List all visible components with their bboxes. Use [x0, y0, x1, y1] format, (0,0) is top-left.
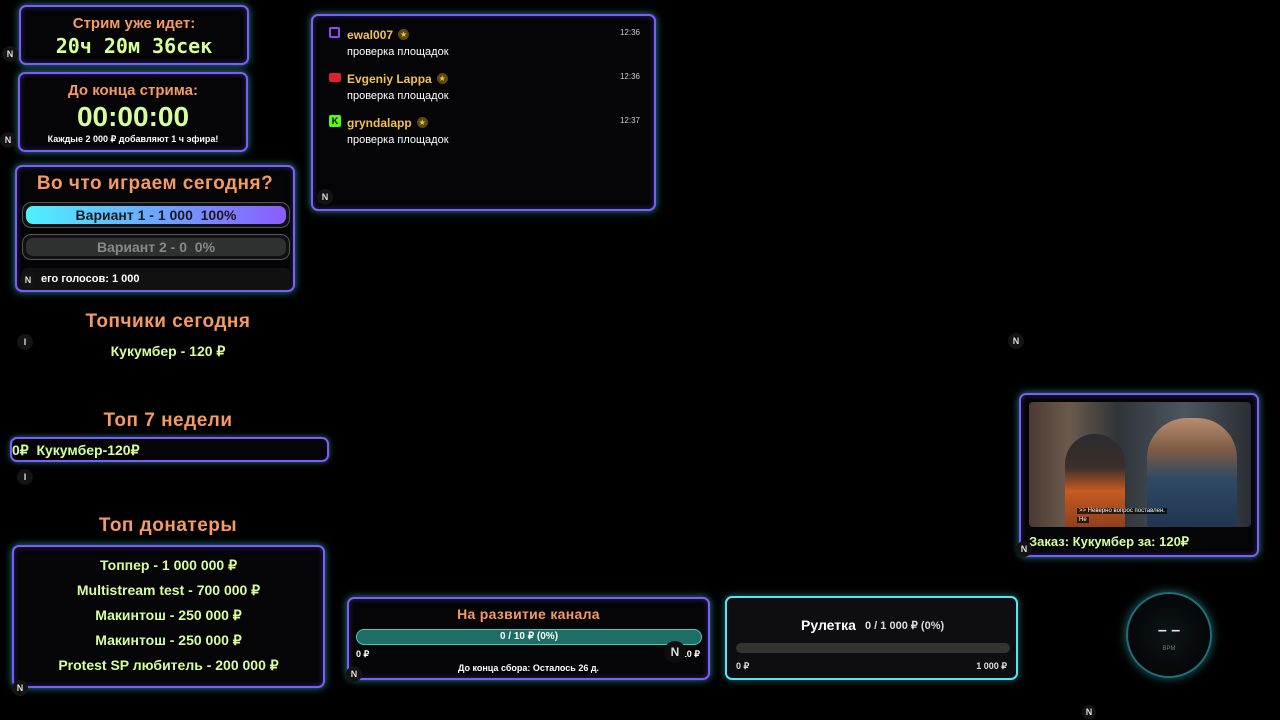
chat-username: ewal007 — [347, 28, 394, 42]
chat-timestamp: 12:37 — [619, 116, 640, 125]
chat-message: ewal007 ★ проверка площадок 12:36 — [329, 26, 640, 58]
chat-widget: ewal007 ★ проверка площадок 12:36 Evgeniy… — [311, 14, 656, 211]
chat-message: Evgeniy Lappa ★ проверка площадок 12:36 — [329, 70, 640, 102]
video-order-widget: >> Неверно вопрос поставлен. Не Заказ: К… — [1019, 393, 1259, 557]
chat-timestamp: 12:36 — [619, 72, 640, 81]
goal-min: 0 ₽ — [356, 649, 370, 659]
top-week-ticker-text: 0₽ Кукумбер-120₽ — [12, 442, 140, 458]
countdown-note: Каждые 2 000 ₽ добавляют 1 ч эфира! — [47, 134, 219, 144]
widget-logo-icon: N — [1082, 705, 1096, 719]
bpm-value: – – — [1157, 622, 1181, 639]
goal-max: 10 ₽ — [681, 649, 700, 659]
poll-option-2: Вариант 2 - 0 0% — [22, 234, 290, 260]
video-frame: >> Неверно вопрос поставлен. Не — [1029, 402, 1251, 527]
countdown-widget: До конца стрима: 00:00:00 Каждые 2 000 ₽… — [18, 72, 248, 152]
widget-logo-icon: N — [12, 680, 28, 696]
goal-footer: До конца сбора: Осталось 26 д. — [457, 663, 600, 673]
poll-title: Во что играем сегодня? — [36, 173, 274, 194]
goal-progress-bar: 0 / 10 ₽ (0%) — [356, 629, 702, 645]
poll-widget: Во что играем сегодня? Вариант 1 - 1 000… — [15, 165, 295, 292]
chat-text: проверка площадок — [347, 90, 449, 102]
widget-logo-icon: N — [664, 641, 686, 663]
chat-username: gryndalapp — [347, 116, 412, 130]
chat-message: K gryndalapp ★ проверка площадок 12:37 — [329, 114, 640, 146]
chat-username: Evgeniy Lappa — [347, 72, 432, 86]
widget-logo-icon: N — [1008, 333, 1024, 349]
top-week-title: Топ 7 недели — [103, 410, 233, 431]
top-donor-entry: Макинтош - 250 000 ₽ — [95, 607, 242, 623]
top-today-entry: Кукумбер - 120 ₽ — [110, 343, 226, 359]
stream-timer-value: 20ч 20м 36сек — [55, 34, 213, 58]
youtube-icon — [329, 73, 341, 82]
widget-logo-icon: N — [20, 272, 36, 288]
bpm-widget: – – BPM — [1126, 592, 1212, 678]
top-donor-entry: Топпер - 1 000 000 ₽ — [100, 557, 237, 573]
poll-total: его голосов: 1 000 — [41, 273, 140, 285]
poll-option-1: Вариант 1 - 1 000 100% — [22, 202, 290, 228]
chat-timestamp: 12:36 — [619, 28, 640, 37]
top-donor-entry: Protest SP любитель - 200 000 ₽ — [58, 657, 279, 673]
poll-option-2-label: Вариант 2 - 0 0% — [96, 239, 216, 255]
roulette-widget: Рулетка 0 / 1 000 ₽ (0%) 0 ₽ 1 000 ₽ — [725, 596, 1018, 680]
countdown-value: 00:00:00 — [76, 101, 190, 132]
stream-timer-title: Стрим уже идет: — [72, 15, 196, 32]
widget-logo-icon: N — [317, 189, 333, 205]
poll-option-2-fill — [26, 238, 286, 256]
goal-widget: На развитие канала 0 / 10 ₽ (0%) 0 ₽ 10 … — [347, 597, 710, 680]
star-badge-icon: ★ — [398, 29, 410, 41]
twitch-icon — [329, 27, 340, 38]
top-donor-entry: Макинтош - 250 000 ₽ — [95, 632, 242, 648]
roulette-max: 1 000 ₽ — [976, 661, 1007, 671]
roulette-min: 0 ₽ — [736, 661, 750, 671]
poll-option-1-fill — [26, 206, 286, 224]
top-week-ticker: 0₽ Кукумбер-120₽ — [10, 437, 329, 462]
widget-logo-icon: N — [346, 666, 362, 682]
kick-icon: K — [329, 115, 341, 127]
star-badge-icon: ★ — [416, 117, 428, 129]
video-order-caption: Заказ: Кукумбер за: 120₽ — [1029, 534, 1190, 549]
widget-logo-icon: I — [17, 469, 33, 485]
stream-timer-widget: Стрим уже идет: 20ч 20м 36сек — [19, 5, 249, 65]
top-today-title: Топчики сегодня — [85, 311, 251, 332]
bpm-label: BPM — [1162, 646, 1176, 652]
widget-logo-icon: N — [2, 46, 18, 62]
poll-total-bar — [22, 268, 290, 290]
top-donor-entry: Multistream test - 700 000 ₽ — [76, 582, 261, 598]
roulette-title: Рулетка — [801, 617, 856, 633]
widget-logo-icon: N — [1016, 541, 1032, 557]
chat-text: проверка площадок — [347, 134, 449, 146]
goal-progress-text: 0 / 10 ₽ (0%) — [499, 631, 559, 642]
chat-text: проверка площадок — [347, 46, 449, 58]
video-subtitle-line1: >> Неверно вопрос поставлен. — [1077, 508, 1167, 514]
widget-logo-icon: I — [17, 334, 33, 350]
star-badge-icon: ★ — [436, 73, 448, 85]
top-donors-widget: Топпер - 1 000 000 ₽ Multistream test - … — [12, 545, 325, 688]
countdown-title: До конца стрима: — [68, 82, 198, 99]
poll-option-1-label: Вариант 1 - 1 000 100% — [75, 207, 237, 223]
roulette-progress-text: 0 / 1 000 ₽ (0%) — [865, 620, 945, 632]
top-donors-title: Топ донатеры — [98, 515, 238, 536]
goal-title: На развитие канала — [457, 606, 600, 622]
widget-logo-icon: N — [0, 132, 16, 148]
video-subtitle-line2: Не — [1077, 517, 1089, 523]
roulette-progress-bar — [736, 643, 1010, 653]
